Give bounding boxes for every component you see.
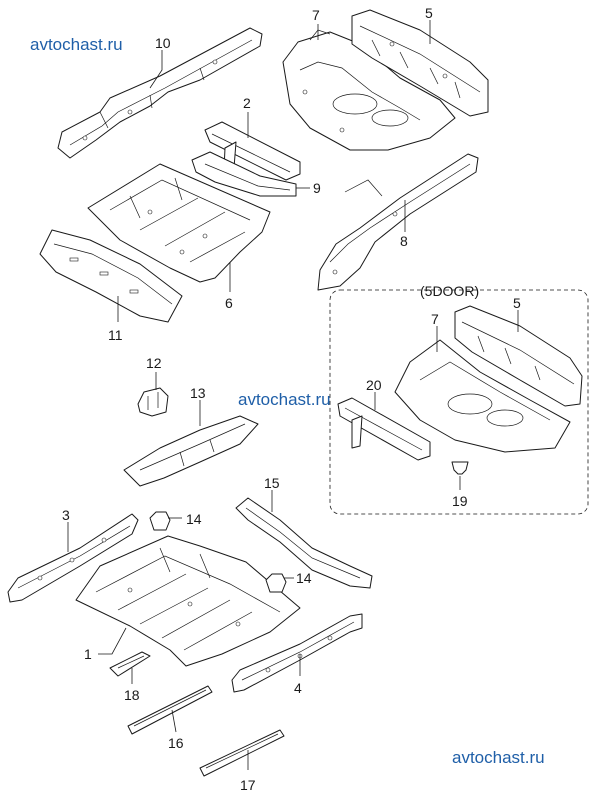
callout-13: 13 xyxy=(190,385,206,401)
callout-8: 8 xyxy=(400,233,408,249)
callout-9: 9 xyxy=(313,180,321,196)
part-11-cross-member xyxy=(39,229,183,323)
leader-10 xyxy=(149,50,163,89)
5door-label: (5DOOR) xyxy=(420,283,479,299)
callout-4: 4 xyxy=(294,680,302,696)
callout-15: 15 xyxy=(264,475,280,491)
callout-2: 2 xyxy=(243,95,251,111)
callout-1: 1 xyxy=(84,646,92,662)
part-18-plate xyxy=(109,651,151,677)
part-6-center-floor-pan xyxy=(87,163,271,283)
callout-19: 19 xyxy=(452,493,468,509)
watermark-center: avtochast.ru xyxy=(238,390,331,409)
callout-16: 16 xyxy=(168,735,184,751)
callout-14b: 14 xyxy=(296,570,312,586)
watermark-bottom-right: avtochast.ru xyxy=(452,748,545,767)
5door-variant-frame xyxy=(329,289,589,515)
part-16-reinforcement xyxy=(127,685,213,735)
callout-6: 6 xyxy=(225,295,233,311)
part-10-rear-side-member xyxy=(57,27,263,159)
part-14-bracket xyxy=(149,511,171,531)
part-7-rear-floor-pan-5door xyxy=(394,339,571,453)
part-13-tunnel-reinforcement xyxy=(123,415,259,487)
part-17-reinforcement xyxy=(199,729,285,777)
part-15-tunnel-member xyxy=(235,497,373,589)
callout-5b: 5 xyxy=(513,295,521,311)
part-20-cross-member xyxy=(337,397,431,461)
part-5-rear-panel-5door xyxy=(454,305,583,407)
callout-14: 14 xyxy=(186,511,202,527)
callout-7b: 7 xyxy=(431,311,439,327)
part-7-rear-floor-pan xyxy=(282,29,456,151)
callout-17: 17 xyxy=(240,777,256,793)
part-8-side-member xyxy=(317,153,479,291)
callout-3: 3 xyxy=(62,507,70,523)
part-1-front-floor-pan xyxy=(75,535,301,667)
callout-20: 20 xyxy=(366,377,382,393)
part-5-rear-panel xyxy=(351,9,489,117)
leader-1 xyxy=(98,627,127,655)
part-19-clip xyxy=(451,461,469,475)
part-14-bracket-b xyxy=(265,573,287,593)
watermark-top-left: avtochast.ru xyxy=(30,35,123,54)
part-3-side-sill xyxy=(7,513,139,603)
part-12-bracket xyxy=(137,387,169,417)
callout-18: 18 xyxy=(124,687,140,703)
callout-10: 10 xyxy=(155,35,171,51)
leader-16 xyxy=(171,709,177,733)
part-9-bracket xyxy=(191,151,297,197)
callout-7: 7 xyxy=(312,7,320,23)
callout-11: 11 xyxy=(108,327,123,343)
callout-5: 5 xyxy=(425,5,433,21)
callout-12: 12 xyxy=(146,355,162,371)
